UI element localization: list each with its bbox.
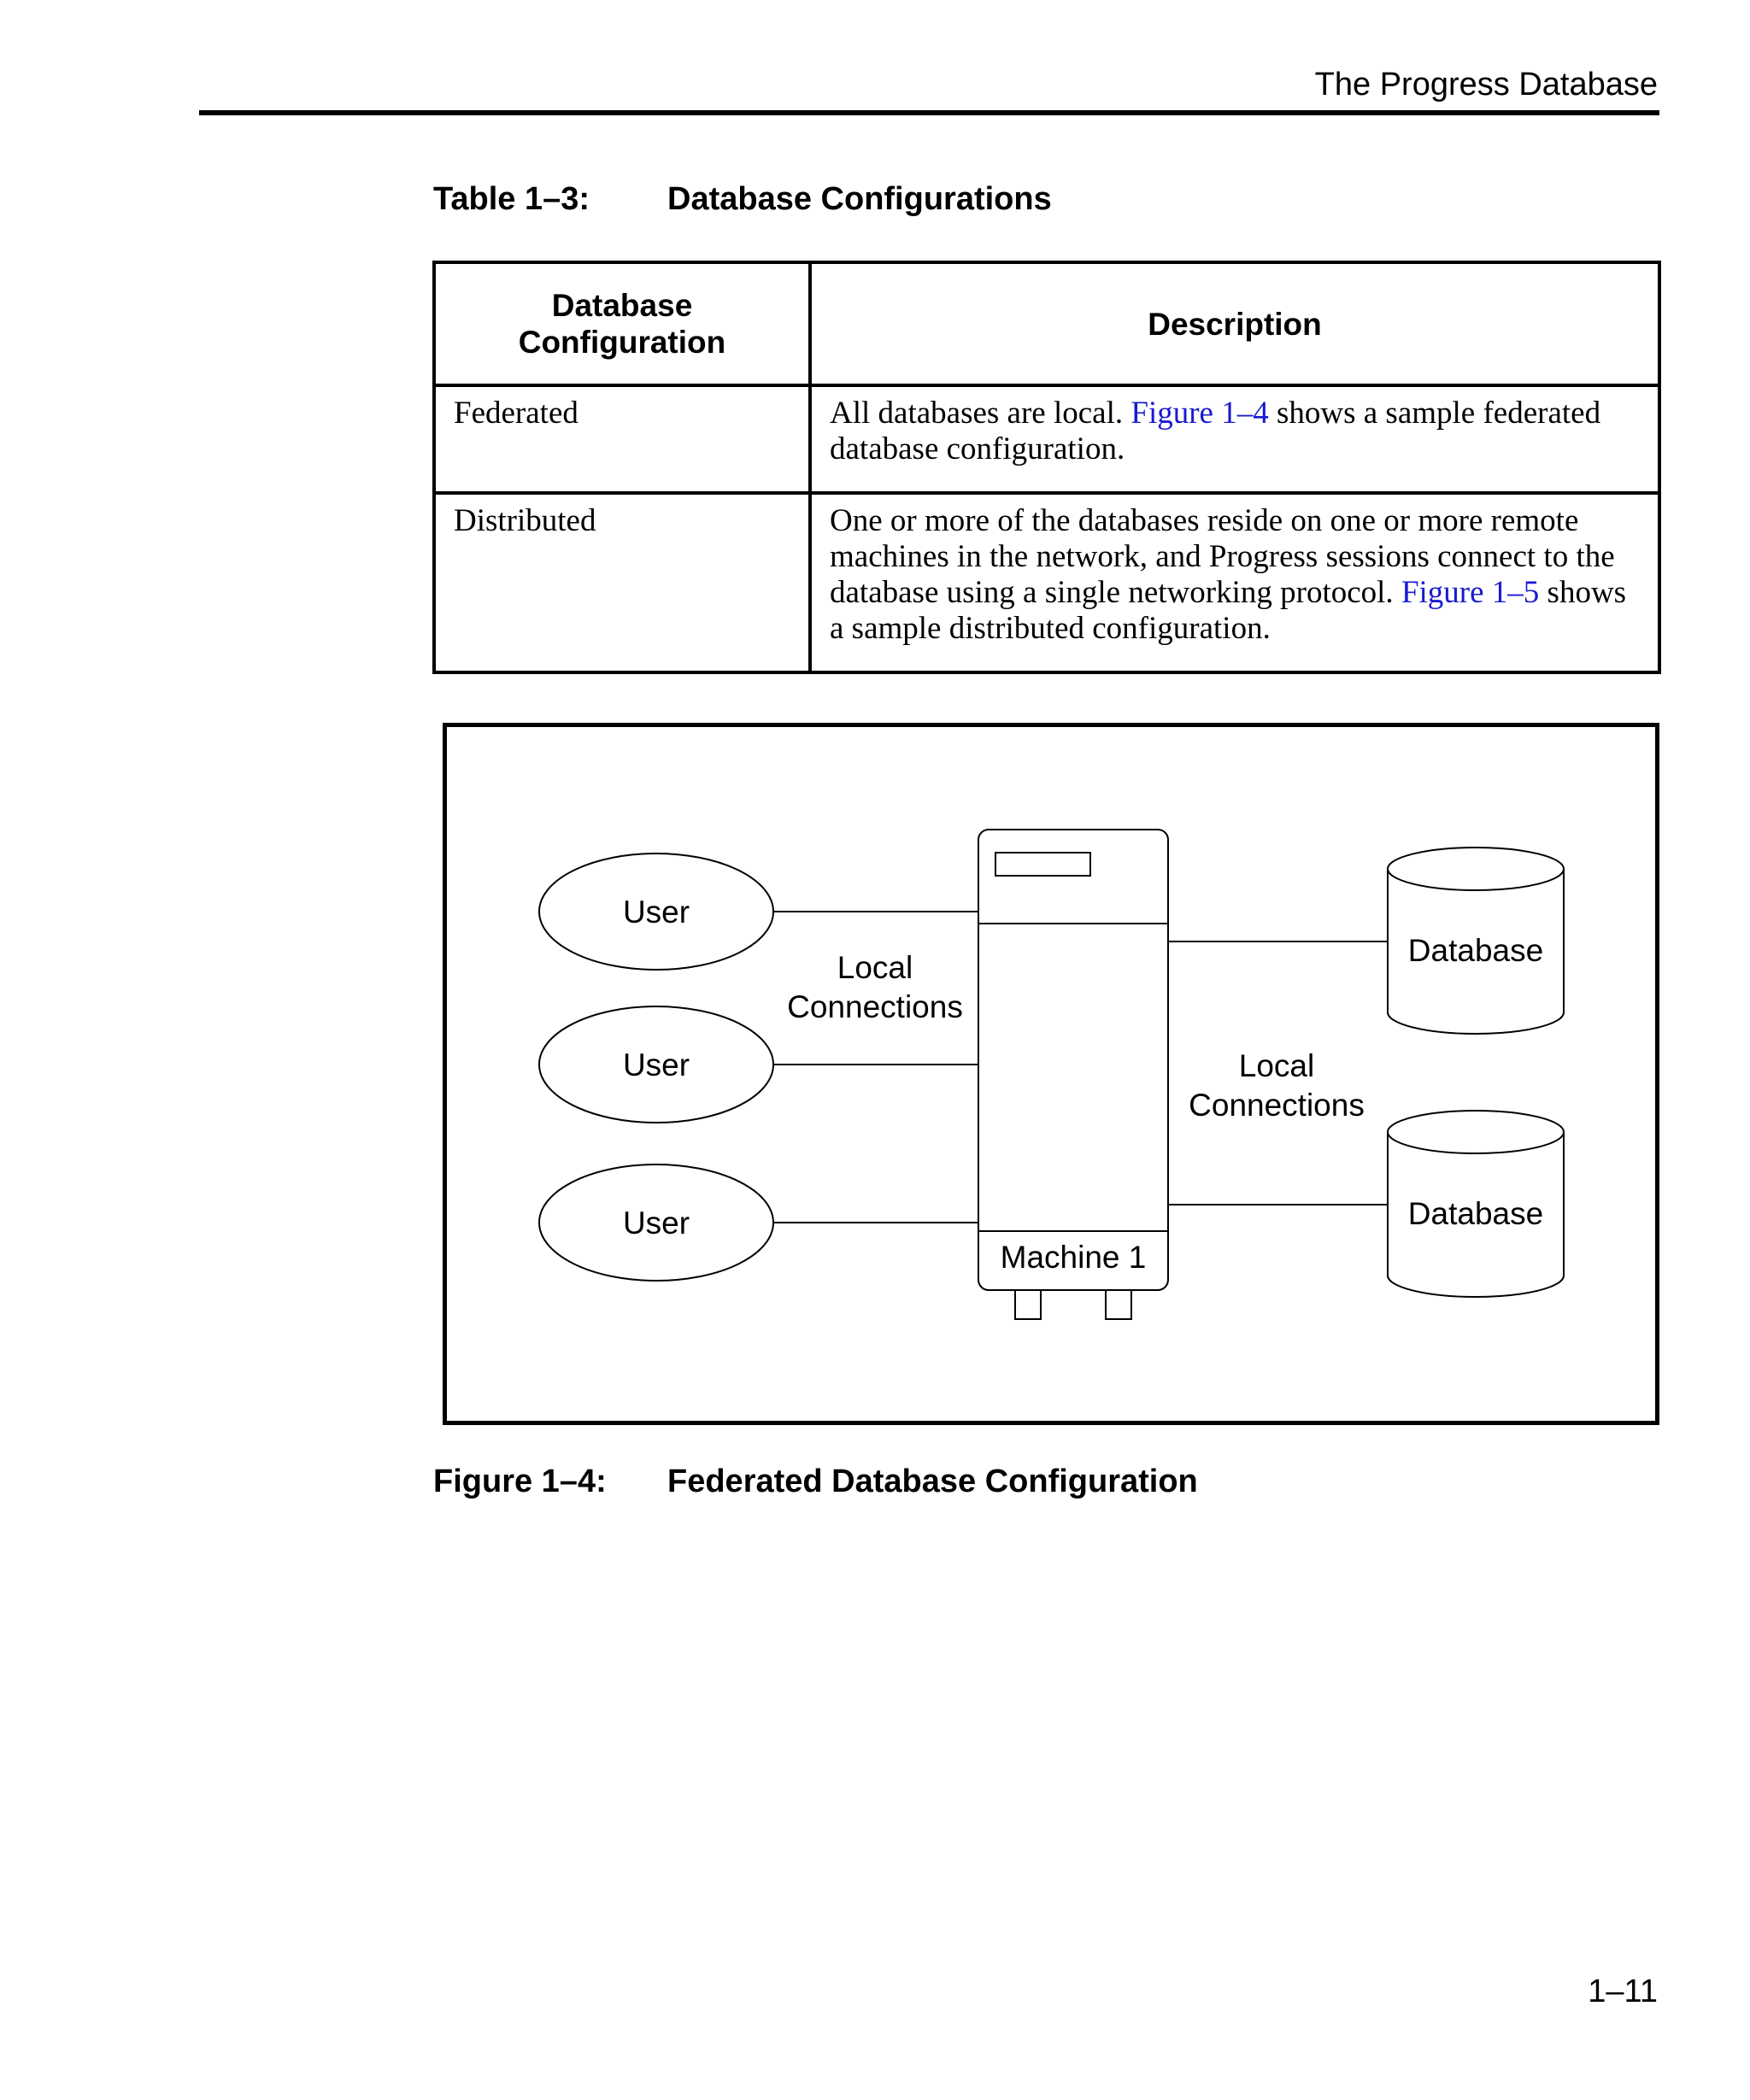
figure-frame: User User User Local Connections Local C…: [443, 723, 1659, 1425]
figure-1-4-link[interactable]: Figure 1–4: [1130, 396, 1269, 431]
database-cylinder: [1387, 847, 1565, 1035]
user-label: User: [623, 895, 690, 930]
cell-description: All databases are local. Figure 1–4 show…: [808, 384, 1661, 495]
page-number: 1–11: [1588, 1974, 1658, 2009]
table-caption: Table 1–3: Database Configurations: [433, 181, 1052, 218]
connections-label-right: Local: [1239, 1048, 1314, 1083]
figure-1-5-link[interactable]: Figure 1–5: [1401, 575, 1540, 610]
machine-body: [978, 829, 1169, 1291]
header-description: Description: [808, 261, 1661, 387]
header-configuration: Database Configuration: [432, 261, 812, 387]
figure-caption: Figure 1–4: Federated Database Configurat…: [433, 1464, 1198, 1500]
description-text: One or more of the databases reside on o…: [830, 503, 1615, 610]
database-label: Database: [1408, 1196, 1543, 1231]
table-row: Distributed One or more of the databases…: [432, 491, 1661, 674]
database-configurations-table: Database Configuration Description Feder…: [432, 261, 1661, 674]
user-label: User: [623, 1047, 690, 1082]
description-text: shows a sample federated database config…: [830, 396, 1601, 466]
user-label: User: [623, 1205, 690, 1241]
table-row: Federated All databases are local. Figur…: [432, 384, 1661, 495]
running-head: The Progress Database: [1314, 67, 1658, 103]
user-node: [538, 1164, 774, 1282]
connections-label-right: Connections: [1189, 1088, 1365, 1123]
cell-description: One or more of the databases reside on o…: [808, 491, 1661, 674]
connections-label-left: Local: [837, 950, 913, 985]
user-node: [538, 1006, 774, 1123]
table-caption-number: Table 1–3:: [433, 181, 590, 217]
database-label: Database: [1408, 933, 1543, 968]
figure-caption-number: Figure 1–4:: [433, 1464, 607, 1499]
table-header-row: Database Configuration Description: [432, 261, 1661, 387]
database-cylinder: [1387, 1110, 1565, 1298]
machine-label: Machine 1: [1001, 1240, 1147, 1275]
cell-configuration: Distributed: [432, 491, 812, 674]
machine-foot: [1105, 1289, 1132, 1320]
table-caption-title: Database Configurations: [667, 181, 1052, 217]
connections-label-left: Connections: [787, 989, 963, 1024]
figure-caption-title: Federated Database Configuration: [667, 1464, 1198, 1499]
machine-drive-slot: [995, 852, 1091, 877]
header-rule: [199, 110, 1659, 115]
machine-foot: [1014, 1289, 1042, 1320]
cell-configuration: Federated: [432, 384, 812, 495]
description-text: shows a sample distributed configuration…: [830, 575, 1627, 646]
description-text: All databases are local.: [830, 396, 1131, 431]
federated-diagram: User User User Local Connections Local C…: [538, 829, 1565, 1320]
user-node: [538, 853, 774, 971]
